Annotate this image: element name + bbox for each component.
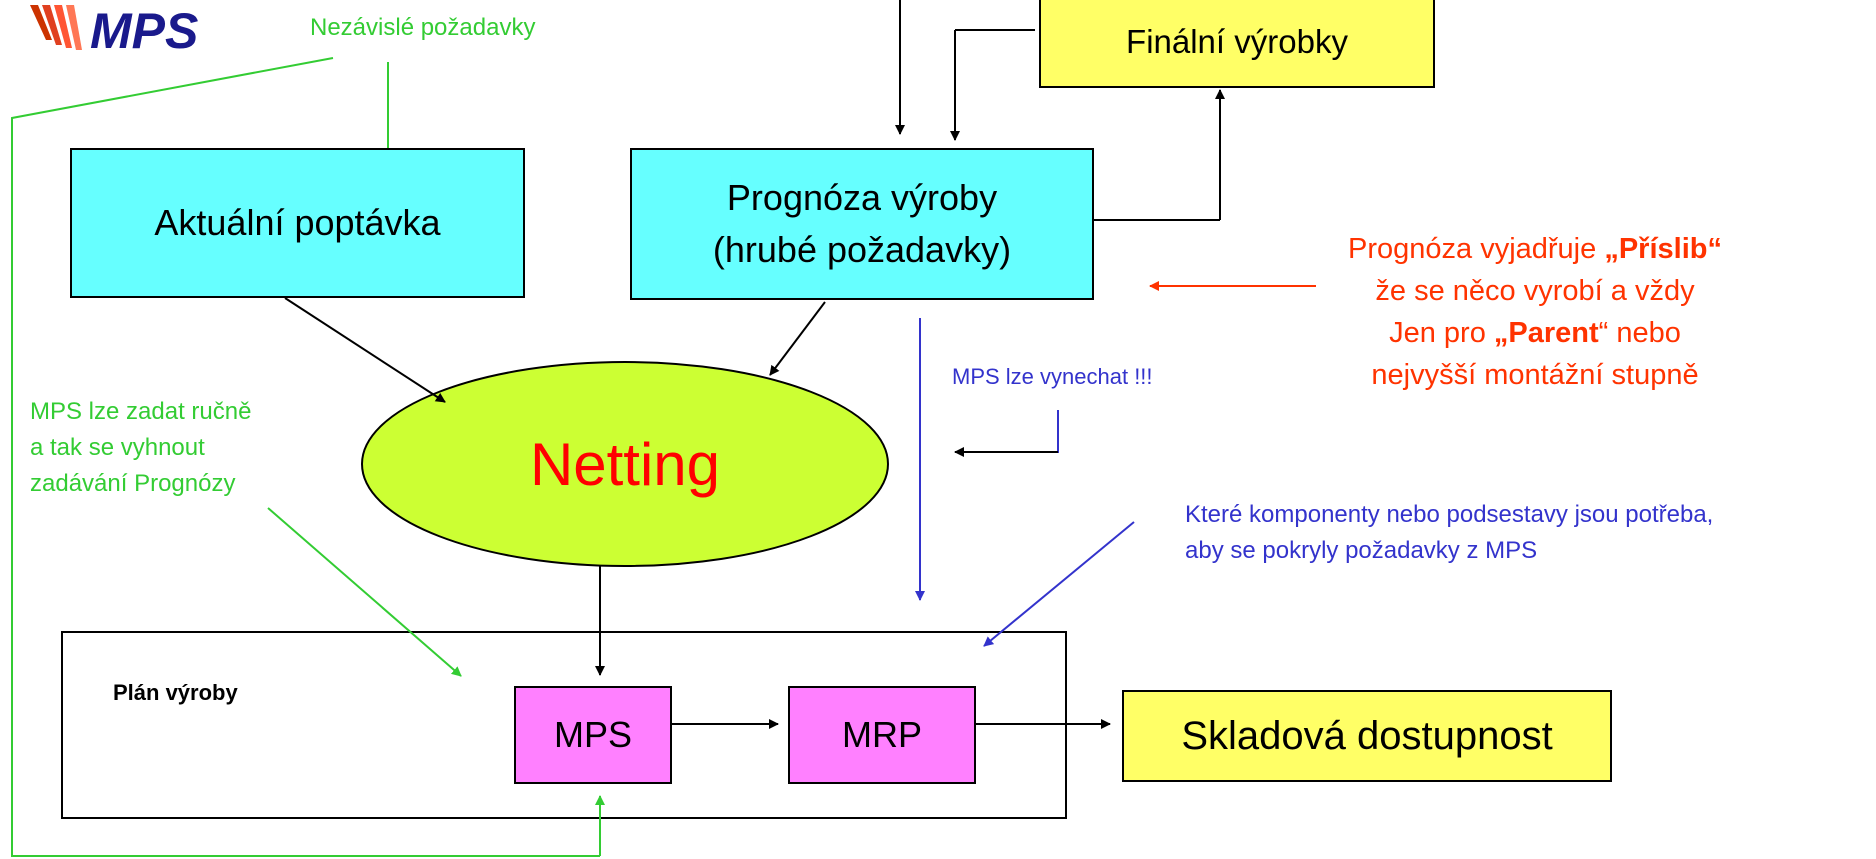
final-products-box: Finální výrobky	[1039, 0, 1435, 88]
netting-ellipse	[361, 361, 889, 567]
mrp-label: MRP	[842, 714, 922, 755]
forecast-label-line1: Prognóza výroby	[726, 177, 998, 218]
mps-manual-line2: a tak se vyhnout	[30, 434, 205, 461]
arrow-forecast-to-netting	[769, 301, 826, 376]
forecast-note-line4: nejvyšší montážní stupně	[1371, 359, 1699, 391]
stock-availability-box: Skladová dostupnost	[1122, 690, 1612, 782]
forecast-box: Prognóza výroby (hrubé požadavky)	[630, 148, 1094, 300]
forecast-note: Prognóza vyjadřuje „Příslib“ že se něco …	[1300, 228, 1770, 396]
mps-label: MPS	[553, 714, 632, 755]
logo-stripes-icon	[30, 5, 82, 50]
forecast-label-line2: (hrubé požadavky)	[712, 229, 1012, 270]
arrow-demand-to-netting	[284, 297, 446, 403]
final-products-label: Finální výrobky	[1126, 23, 1348, 60]
mps-logo-text: MPS	[90, 3, 199, 59]
mrp-box: MRP	[788, 686, 976, 784]
mps-manual-line3: zadávání Prognózy	[30, 470, 236, 497]
line-independent-feedback	[11, 57, 600, 857]
arrow-components-to-plan	[983, 521, 1135, 647]
mps-manual-line1: MPS lze zadat ručně	[30, 398, 252, 425]
mps-box: MPS	[514, 686, 672, 784]
independent-requirements-label: Nezávislé požadavky	[310, 14, 536, 41]
forecast-note-line2: že se něco vyrobí a vždy	[1375, 275, 1695, 307]
line-mps-skip	[960, 410, 1059, 453]
mps-manual-note: MPS lze zadat ručně a tak se vyhnout zad…	[30, 394, 251, 502]
actual-demand-box: Aktuální poptávka	[70, 148, 525, 298]
stock-availability-label: Skladová dostupnost	[1181, 713, 1553, 758]
actual-demand-label: Aktuální poptávka	[154, 202, 441, 243]
arrow-manual-to-plan	[267, 507, 462, 677]
production-plan-title: Plán výroby	[113, 680, 238, 705]
forecast-note-line3: Jen pro „Parent“ nebo	[1389, 317, 1681, 349]
mps-skip-label: MPS lze vynechat !!!	[952, 364, 1153, 389]
forecast-note-line1: Prognóza vyjadřuje „Příslib“	[1348, 233, 1722, 265]
components-line2: aby se pokryly požadavky z MPS	[1185, 537, 1538, 564]
netting-label: Netting	[529, 430, 721, 498]
components-note: Které komponenty nebo podsestavy jsou po…	[1185, 497, 1713, 569]
components-line1: Které komponenty nebo podsestavy jsou po…	[1185, 501, 1714, 528]
